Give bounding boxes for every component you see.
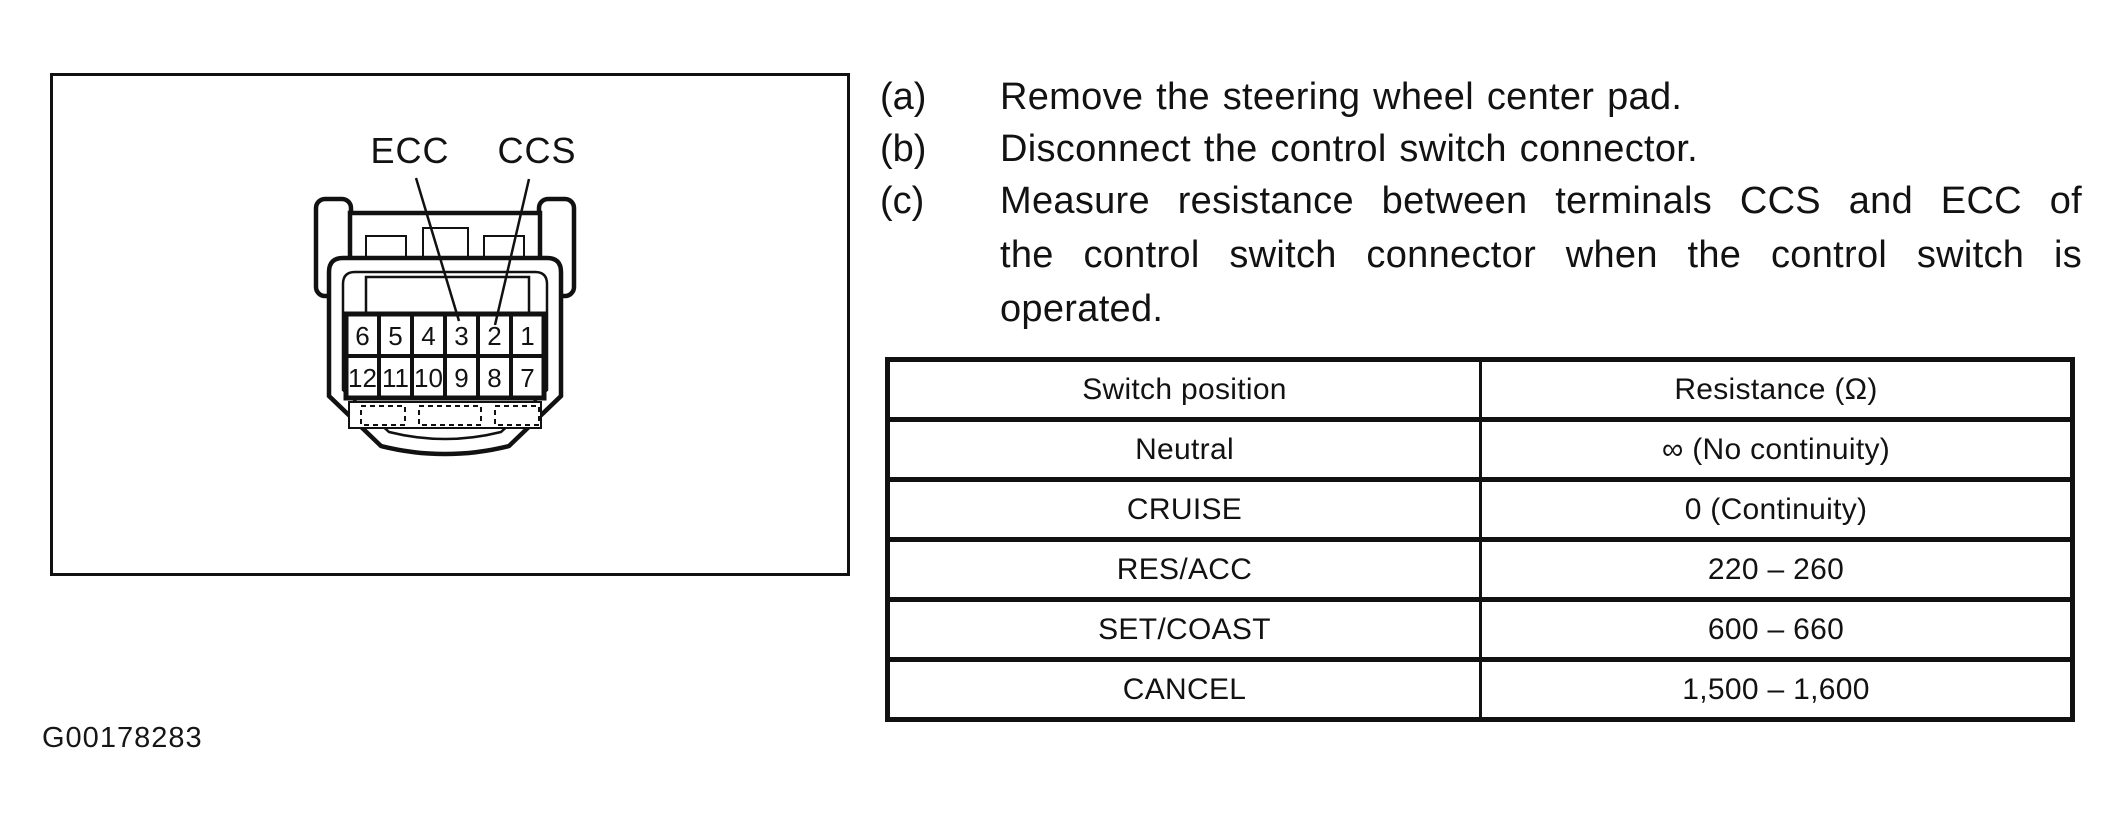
instruction-label-b: (b): [880, 128, 927, 170]
cell-resistance: 0 (Continuity): [1479, 477, 2073, 540]
pin-number: 11: [382, 363, 409, 393]
instruction-text-b: Disconnect the control switch connector.: [1000, 128, 1699, 170]
ccs-leader-line: [493, 178, 531, 326]
instruction-text-c-line1: Measure resistance between terminals CCS…: [1000, 180, 2082, 222]
pin-number: 5: [388, 321, 402, 351]
cell-resistance: ∞ (No continuity): [1479, 417, 2073, 480]
cell-switch-position: Neutral: [887, 417, 1481, 480]
pin-number: 6: [355, 321, 369, 351]
cell-resistance: 600 – 660: [1479, 597, 2073, 660]
pin-number: 8: [487, 363, 501, 393]
instruction-label-c: (c): [880, 180, 925, 222]
table-row: RES/ACC 220 – 260: [887, 537, 2073, 600]
pin-number: 12: [348, 363, 377, 393]
pin-number: 7: [520, 363, 534, 393]
cell-switch-position: CANCEL: [887, 657, 1481, 720]
table-row: Neutral ∞ (No continuity): [887, 417, 2073, 480]
instruction-label-a: (a): [880, 76, 927, 118]
connector-inner-housing: [341, 270, 549, 441]
table-header-row: Switch position Resistance (Ω): [888, 359, 2073, 420]
resistance-table: Switch position Resistance (Ω) Neutral ∞…: [885, 357, 2075, 722]
pin-number: 1: [520, 321, 534, 351]
pin-number: 9: [454, 363, 468, 393]
table-row: CRUISE 0 (Continuity): [887, 477, 2073, 540]
header-resistance: Resistance (Ω): [1479, 359, 2073, 420]
pin-number: 4: [421, 321, 435, 351]
connector-figure-frame: 6 5 4 3 2 1 12 11 10 9 8 7 ECC CCS: [50, 73, 850, 576]
ecc-leader-line: [414, 177, 461, 322]
header-switch-position: Switch position: [1082, 372, 1287, 406]
cell-resistance: 220 – 260: [1479, 537, 2073, 600]
instruction-text-a: Remove the steering wheel center pad.: [1000, 76, 1683, 118]
figure-id: G00178283: [42, 722, 203, 754]
terminal-label-ecc: ECC: [370, 130, 449, 171]
table-row: SET/COAST 600 – 660: [887, 597, 2073, 660]
connector-diagram: 6 5 4 3 2 1 12 11 10 9 8 7 ECC CCS: [313, 130, 577, 457]
instruction-text-c-line2: the control switch connector when the co…: [1000, 234, 2082, 276]
cell-switch-position: SET/COAST: [887, 597, 1481, 660]
connector-lower-key-center: [418, 405, 482, 426]
cell-resistance: 1,500 – 1,600: [1479, 657, 2073, 720]
table-row: CANCEL 1,500 – 1,600: [887, 657, 2073, 720]
connector-lower-key-left: [360, 405, 406, 426]
instruction-text-c-line3: operated.: [1000, 288, 1164, 330]
pin-number: 2: [487, 321, 501, 351]
terminal-label-ccs: CCS: [497, 130, 576, 171]
pin-number: 10: [414, 363, 443, 393]
connector-lower-key-right: [494, 405, 540, 426]
cell-switch-position: CRUISE: [887, 477, 1481, 540]
pin-number: 3: [454, 321, 468, 351]
cell-switch-position: RES/ACC: [887, 537, 1481, 600]
